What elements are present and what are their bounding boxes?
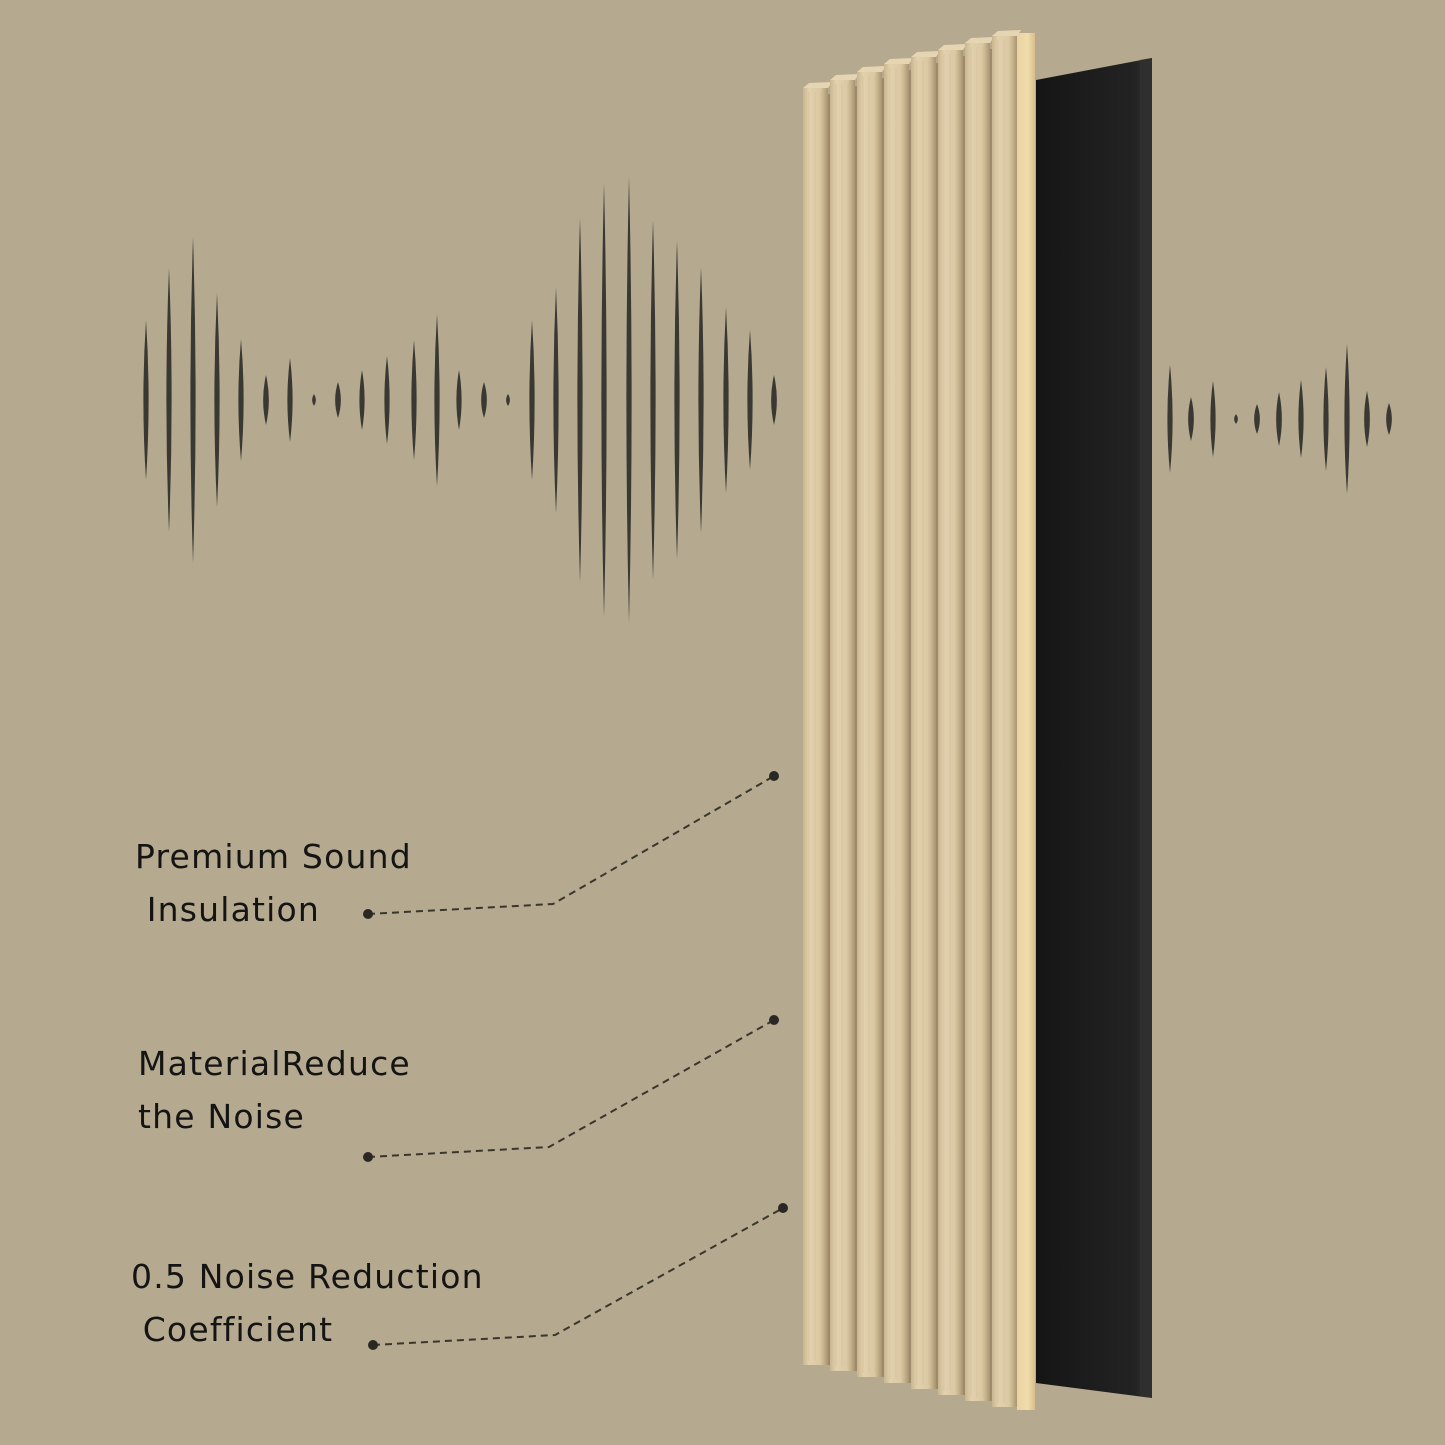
leader-dot [778, 1203, 788, 1213]
wave-bar [335, 382, 341, 418]
callout-leader-lines [363, 771, 788, 1350]
leader-line [367, 1019, 775, 1158]
wave-bar [190, 237, 196, 563]
leader-dot [363, 1152, 373, 1162]
callout-line: Premium Sound [135, 837, 412, 876]
wave-bar [1254, 404, 1260, 434]
wood-slat [992, 36, 1017, 1407]
wave-bar [506, 394, 510, 406]
slat-top [830, 74, 859, 80]
leader-dot [368, 1340, 378, 1350]
wave-bar [1276, 392, 1282, 446]
wave-bar [456, 370, 462, 430]
callout-noise-reduction-coefficient: 0.5 Noise Reduction Coefficient [131, 1250, 484, 1356]
wave-bar [481, 382, 487, 418]
callout-premium-sound-insulation: Premium Sound Insulation [135, 830, 412, 936]
slat-top [803, 82, 832, 88]
wave-bar [698, 267, 704, 533]
callout-line: 0.5 Noise Reduction [131, 1257, 484, 1296]
wave-bar [411, 340, 417, 460]
wave-bar [166, 268, 172, 532]
callout-line: MaterialReduce [138, 1044, 411, 1083]
wood-slat [911, 57, 936, 1389]
callout-line: Coefficient [131, 1310, 334, 1349]
wave-bar [238, 339, 244, 461]
leader-line [367, 775, 775, 915]
wave-bar [1188, 397, 1194, 441]
wave-bar [1167, 365, 1173, 473]
wave-bar [577, 218, 583, 582]
leader-dot [363, 909, 373, 919]
leader-dot [769, 1015, 779, 1025]
leader-line [372, 1207, 784, 1346]
wave-bar [553, 287, 559, 513]
callout-material-reduce-noise: MaterialReduce the Noise [138, 1037, 411, 1143]
wood-slat [830, 80, 855, 1371]
wave-bar [1344, 344, 1350, 494]
wave-bar [312, 394, 316, 406]
wood-slat [965, 43, 990, 1401]
wave-bar [723, 307, 729, 493]
felt-backing-board [1036, 58, 1152, 1398]
leader-dot [769, 771, 779, 781]
wave-bar [650, 220, 656, 580]
felt-backing-edge [1140, 58, 1152, 1398]
slat-top [857, 66, 886, 72]
wave-bar [1323, 367, 1329, 471]
wave-bar [771, 375, 777, 425]
callout-line: the Noise [138, 1097, 305, 1136]
slat-top [911, 51, 940, 57]
callout-line: Insulation [135, 890, 321, 929]
wave-bar [674, 241, 680, 559]
wave-bar [1234, 414, 1238, 424]
wave-bar [263, 375, 269, 425]
wave-bar [143, 320, 149, 480]
wave-bar [359, 370, 365, 430]
wave-bar [434, 314, 440, 486]
slat-front-edge [1017, 33, 1035, 1410]
wave-bar [1386, 403, 1392, 435]
wave-bar [384, 356, 390, 444]
sound-wave-incoming-icon [143, 177, 777, 623]
wave-bar [1210, 381, 1216, 457]
slat-top [884, 58, 913, 64]
slat-top [965, 37, 994, 43]
wave-bar [287, 358, 293, 442]
wave-bar [626, 177, 632, 623]
slat-top [938, 44, 967, 50]
wood-slat [938, 50, 963, 1395]
wave-bar [601, 183, 607, 617]
wave-bar [1298, 380, 1304, 458]
wood-slat [857, 72, 882, 1377]
sound-wave-reduced-icon [1167, 344, 1392, 494]
wave-bar [747, 330, 753, 470]
acoustic-slat-panel [803, 30, 1152, 1410]
slat-top [992, 30, 1021, 36]
wood-slats [803, 30, 1035, 1410]
wood-slat [884, 64, 909, 1383]
wave-bar [1364, 391, 1370, 447]
wave-bar [529, 320, 535, 480]
wood-slat [803, 88, 828, 1365]
wave-bar [214, 293, 220, 507]
